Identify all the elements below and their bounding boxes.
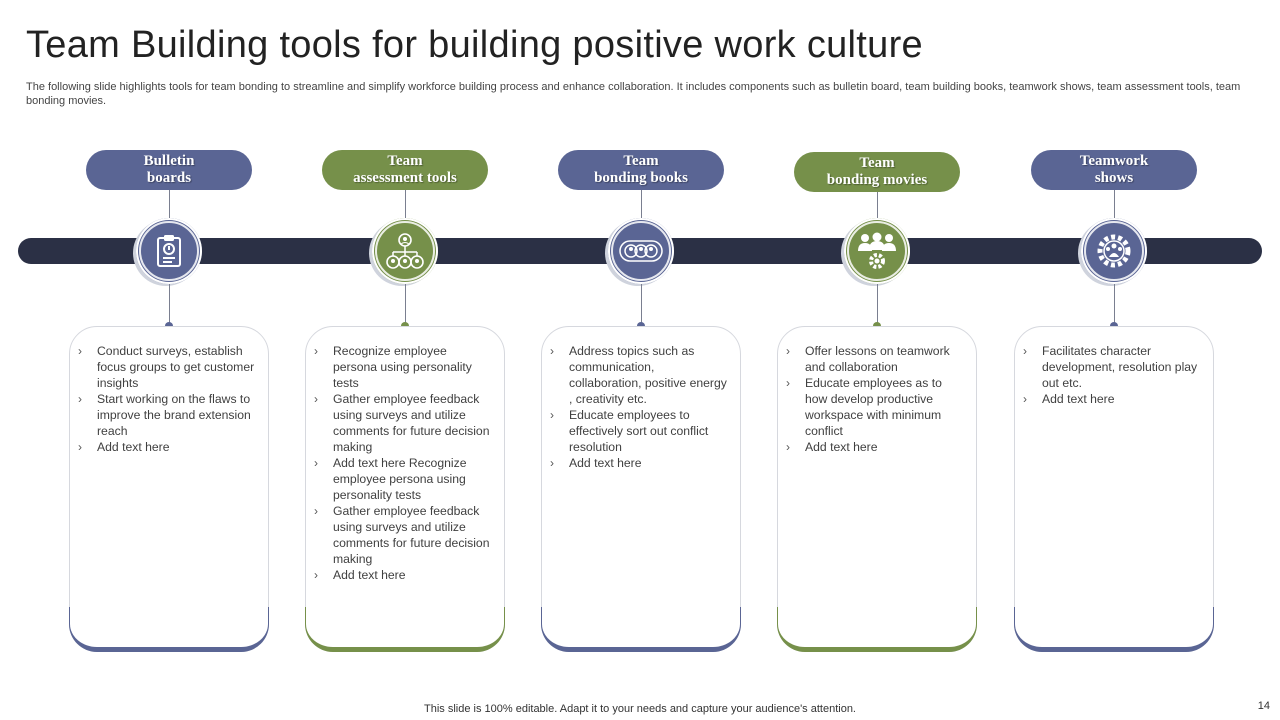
connector-line bbox=[169, 190, 170, 218]
step-card: Offer lessons on teamwork and collaborat… bbox=[777, 326, 977, 652]
card-bullet: Gather employee feedback using surveys a… bbox=[314, 503, 494, 567]
card-accent bbox=[69, 607, 269, 652]
card-accent bbox=[777, 607, 977, 652]
step-title-pill: Team bonding movies bbox=[794, 152, 960, 192]
card-bullet: Add text here bbox=[786, 439, 966, 455]
connector-line bbox=[1114, 190, 1115, 218]
page-number: 14 bbox=[1257, 700, 1270, 712]
card-bullet: Educate employees to effectively sort ou… bbox=[550, 407, 730, 455]
step-title: Team bonding books bbox=[594, 153, 688, 186]
step-title: Team bonding movies bbox=[826, 155, 928, 188]
step-title-pill: Teamwork shows bbox=[1031, 150, 1197, 190]
step-card: Address topics such as communication, co… bbox=[541, 326, 741, 652]
slide-title: Team Building tools for building positiv… bbox=[26, 24, 923, 66]
connector-line bbox=[405, 190, 406, 218]
slide-subtitle: The following slide highlights tools for… bbox=[26, 81, 1241, 107]
card-bullet: Add text here bbox=[550, 455, 730, 471]
card-bullet: Gather employee feedback using surveys a… bbox=[314, 391, 494, 455]
connector-line bbox=[169, 284, 170, 324]
step-title: Teamwork shows bbox=[1079, 153, 1149, 186]
card-bullet: Facilitates character development, resol… bbox=[1023, 343, 1203, 391]
card-bullet: Conduct surveys, establish focus groups … bbox=[78, 343, 258, 391]
card-list: Offer lessons on teamwork and collaborat… bbox=[778, 327, 976, 455]
step-card: Facilitates character development, resol… bbox=[1014, 326, 1214, 652]
step-title: Bulletin boards bbox=[143, 153, 195, 186]
card-accent bbox=[305, 607, 505, 652]
timeline-bar bbox=[18, 238, 1262, 264]
card-bullet: Start working on the flaws to improve th… bbox=[78, 391, 258, 439]
card-list: Conduct surveys, establish focus groups … bbox=[70, 327, 268, 455]
card-bullet: Add text here Recognize employee persona… bbox=[314, 455, 494, 503]
connector-line bbox=[641, 284, 642, 324]
connector-line bbox=[877, 284, 878, 324]
card-bullet: Educate employees as to how develop prod… bbox=[786, 375, 966, 439]
step-card: Recognize employee persona using persona… bbox=[305, 326, 505, 652]
card-list: Address topics such as communication, co… bbox=[542, 327, 740, 471]
card-bullet: Recognize employee persona using persona… bbox=[314, 343, 494, 391]
card-bullet: Add text here bbox=[78, 439, 258, 455]
card-accent bbox=[541, 607, 741, 652]
connector-line bbox=[1114, 284, 1115, 324]
footer-note: This slide is 100% editable. Adapt it to… bbox=[424, 703, 856, 715]
step-title-pill: Bulletin boards bbox=[86, 150, 252, 190]
card-bullet: Offer lessons on teamwork and collaborat… bbox=[786, 343, 966, 375]
connector-line bbox=[405, 284, 406, 324]
card-bullet: Address topics such as communication, co… bbox=[550, 343, 730, 407]
card-list: Recognize employee persona using persona… bbox=[306, 327, 504, 583]
step-card: Conduct surveys, establish focus groups … bbox=[69, 326, 269, 652]
step-title-pill: Team assessment tools bbox=[322, 150, 488, 190]
card-bullet: Add text here bbox=[314, 567, 494, 583]
connector-line bbox=[641, 190, 642, 218]
card-list: Facilitates character development, resol… bbox=[1015, 327, 1213, 407]
card-bullet: Add text here bbox=[1023, 391, 1203, 407]
step-title: Team assessment tools bbox=[353, 153, 457, 186]
card-accent bbox=[1014, 607, 1214, 652]
step-title-pill: Team bonding books bbox=[558, 150, 724, 190]
connector-line bbox=[877, 192, 878, 218]
